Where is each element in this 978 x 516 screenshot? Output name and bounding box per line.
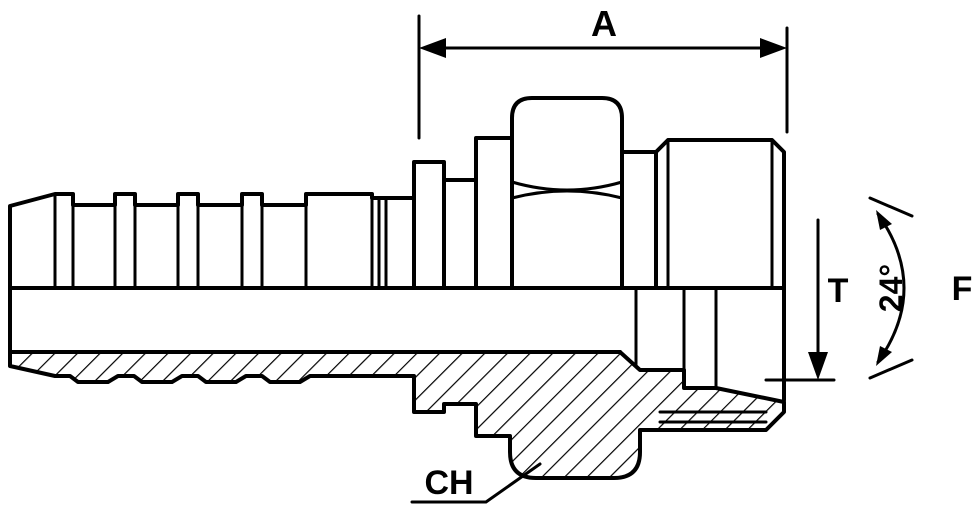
label-ch: CH xyxy=(424,464,473,502)
cone-angle-dimension: 24° xyxy=(868,196,914,380)
label-a: A xyxy=(591,3,617,44)
label-angle: 24° xyxy=(873,264,909,312)
hose-tail-outline xyxy=(8,192,416,290)
thread-end-outline xyxy=(654,138,786,402)
collar-outline xyxy=(412,136,514,290)
hex-body-outline xyxy=(510,96,658,290)
fitting-external-view xyxy=(8,96,786,402)
dimension-ch: CH xyxy=(410,462,542,504)
cross-section-hatch xyxy=(8,350,786,480)
label-f: F xyxy=(952,270,973,308)
dimension-t: T xyxy=(764,218,849,382)
label-t: T xyxy=(828,272,849,310)
fitting-section-view xyxy=(8,286,786,480)
hex-flat-curve xyxy=(510,180,624,200)
hose-tail-barbs xyxy=(53,192,388,290)
dimension-a: A xyxy=(417,3,789,140)
